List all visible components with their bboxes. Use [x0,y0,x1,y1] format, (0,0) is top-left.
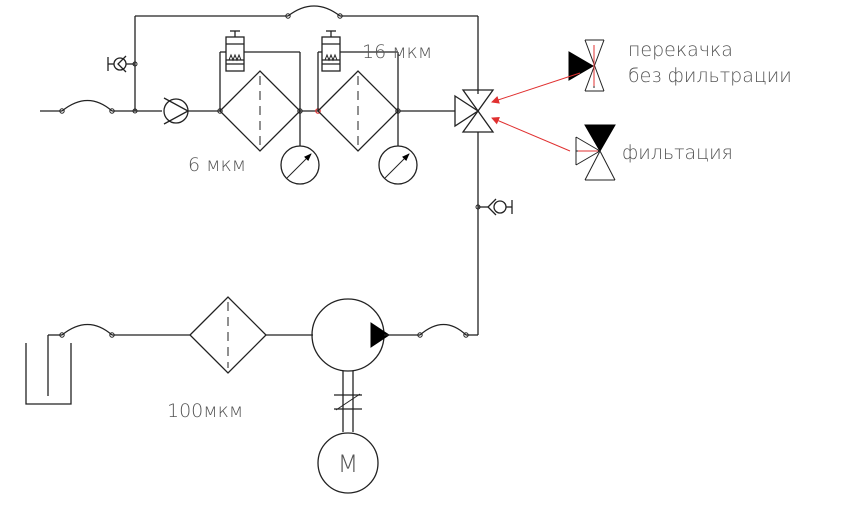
three-way-valve-icon [454,89,495,150]
shaft-coupling [334,371,362,432]
legend-filtration: фильтация [575,124,733,181]
filter-medium-label: 16 мкм [362,41,432,63]
clog-indicator-icon [225,30,245,72]
quick-coupling-icon [107,55,135,73]
filter-fine-label: 6 мкм [188,154,246,176]
pump-icon [311,298,420,372]
legend-bypass-line2: без фильтрации [628,65,792,87]
pressure-hose [417,323,478,338]
filter-medium: 16 мкм [317,30,432,185]
legend-bypass: перекачка без фильтрации [568,39,792,92]
filter-suction: 100мкм [167,296,313,422]
pressure-gauge-icon [280,145,320,185]
quick-coupling-icon [478,198,513,216]
electric-motor-icon: М [317,432,379,494]
clog-indicator-icon [321,30,341,72]
pressure-gauge-icon [378,145,418,185]
motor-label: М [338,450,359,478]
filter-fine: 6 мкм [188,30,320,185]
tank-icon [25,335,72,405]
legend-pointers [491,72,581,152]
filter-suction-label: 100мкм [167,400,243,422]
return-line [475,150,481,335]
check-valve-icon [163,97,220,125]
legend-filtration-label: фильтация [622,142,733,164]
suction-hose [48,323,190,338]
inlet-line [40,99,162,114]
legend-bypass-line1: перекачка [628,39,733,61]
